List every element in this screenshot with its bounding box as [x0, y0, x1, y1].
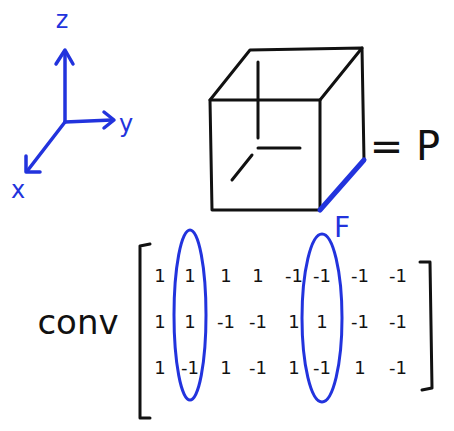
matrix-entry: -1	[389, 313, 407, 331]
axis-label: y	[119, 112, 133, 136]
right-bracket	[420, 262, 432, 390]
matrix-entry: 1	[184, 313, 195, 331]
matrix-entry: 1	[184, 267, 195, 285]
matrix-entry: 1	[354, 359, 365, 377]
matrix-entry: -1	[249, 313, 267, 331]
matrix-entry: -1	[313, 267, 331, 285]
axis-label: z	[56, 8, 69, 32]
matrix-entry: 1	[220, 359, 231, 377]
axis-label: x	[11, 178, 25, 202]
matrix-entry: -1	[285, 267, 303, 285]
matrix-entry: -1	[181, 359, 199, 377]
matrix-entry: 1	[154, 267, 165, 285]
matrix-entry: 1	[316, 313, 327, 331]
z-axis	[63, 52, 67, 122]
matrix-entry: -1	[313, 359, 331, 377]
left-bracket	[140, 244, 150, 418]
z-arrowhead	[56, 50, 73, 64]
column-highlight	[174, 230, 206, 400]
matrix-entry: -1	[351, 313, 369, 331]
matrix-entry: 1	[288, 359, 299, 377]
y-arrowhead	[104, 112, 114, 128]
x-arrowhead	[26, 156, 40, 172]
matrix-entry: 1	[252, 267, 263, 285]
matrix-entry: -1	[217, 313, 235, 331]
y-axis	[65, 120, 112, 122]
polytope-name: = P	[370, 126, 440, 166]
x-axis	[28, 122, 65, 170]
matrix-entry: -1	[351, 267, 369, 285]
matrix-entry: 1	[288, 313, 299, 331]
conv-operator: conv	[37, 305, 118, 339]
matrix-entry: 1	[154, 313, 165, 331]
column-highlight	[302, 234, 342, 402]
face-edge-F	[320, 160, 364, 210]
matrix-entry: -1	[389, 267, 407, 285]
matrix-entry: 1	[220, 267, 231, 285]
cube-back-edge	[362, 48, 364, 160]
cube-hidden-edges	[232, 62, 300, 180]
matrix-entry: -1	[389, 359, 407, 377]
face-label: F	[334, 214, 350, 242]
cube-top-face	[210, 48, 362, 100]
matrix-entry: 1	[154, 359, 165, 377]
matrix-entry: -1	[249, 359, 267, 377]
cube-front-face	[210, 100, 320, 210]
